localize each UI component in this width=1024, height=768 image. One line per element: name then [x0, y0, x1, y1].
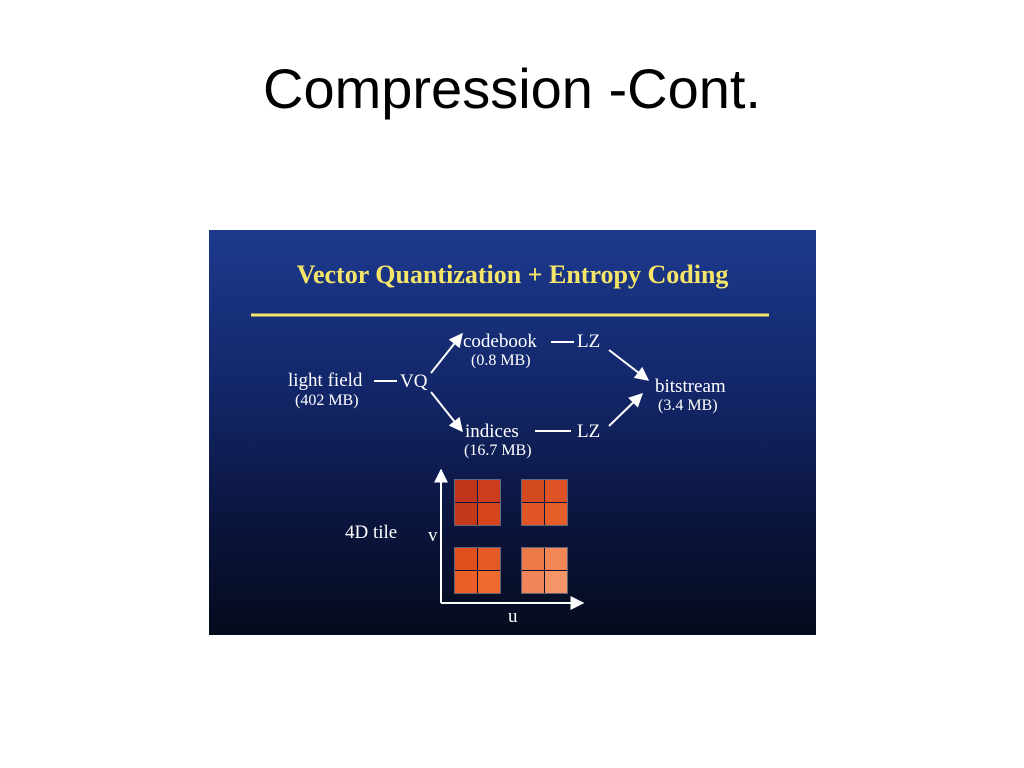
tile-cell [478, 548, 500, 570]
lz-bottom-label: LZ [577, 421, 601, 442]
tile-cell [455, 503, 477, 525]
lz-to-bitstream-arrow-top [608, 349, 650, 381]
tile-cell [455, 571, 477, 593]
tile-cell [478, 571, 500, 593]
light-field-label: light field [288, 370, 363, 391]
slide-title: Compression -Cont. [263, 57, 761, 120]
tile-cell [478, 503, 500, 525]
tile-block-frame [521, 547, 568, 594]
indices-size: (16.7 MB) [464, 442, 532, 459]
tile-blocks [454, 479, 568, 594]
lz-top-label: LZ [577, 331, 601, 352]
tile-cell [522, 548, 544, 570]
tile-block-frame [454, 547, 501, 594]
vq-label: VQ [400, 371, 428, 392]
codebook-size: (0.8 MB) [471, 352, 531, 369]
lz-to-bitstream-arrow-bottom [608, 393, 644, 427]
bitstream-label: bitstream [655, 376, 726, 397]
indices-label: indices [465, 421, 519, 442]
tile-cell [455, 480, 477, 502]
tile-cell [478, 480, 500, 502]
tile-block-frame [521, 479, 568, 526]
u-axis-label: u [508, 606, 518, 627]
light-field-size: (402 MB) [295, 392, 359, 409]
vq-to-indices-arrow [430, 391, 463, 433]
tile-cell [455, 548, 477, 570]
tile-cell [545, 480, 567, 502]
figure-title: Vector Quantization + Entropy Coding [296, 260, 729, 289]
vq-diagram: Vector Quantization + Entropy Coding lig… [209, 230, 816, 635]
diagram-graphics [251, 313, 769, 610]
tile-block-frame [454, 479, 501, 526]
bitstream-size: (3.4 MB) [658, 397, 718, 414]
tile-cell [545, 503, 567, 525]
tile-cell [522, 503, 544, 525]
tile-cell [545, 548, 567, 570]
tile-label: 4D tile [345, 522, 398, 543]
tile-cell [545, 571, 567, 593]
codebook-label: codebook [463, 331, 537, 352]
tile-cell [522, 480, 544, 502]
vq-to-codebook-arrow [430, 332, 463, 374]
v-axis-label: v [428, 525, 438, 546]
tile-cell [522, 571, 544, 593]
